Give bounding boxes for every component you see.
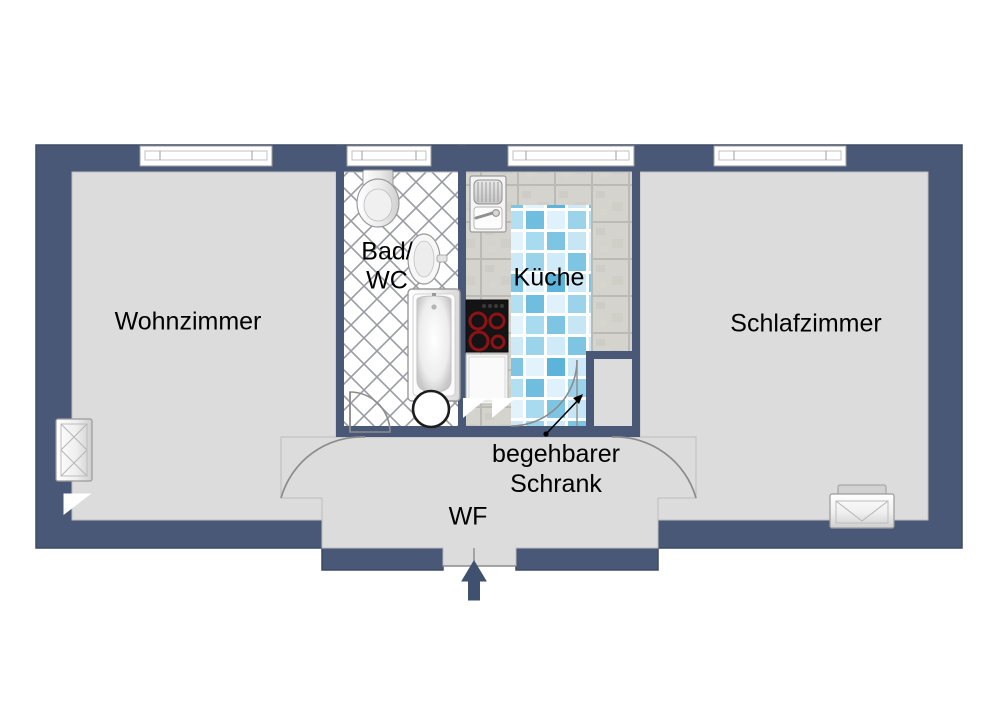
door-kueche[interactable] [510,359,578,427]
window-wohnzimmer [139,145,273,167]
label-bad-wc-line1: Bad/ [361,238,412,266]
window-kueche [507,145,635,167]
entrance-arrow-icon [461,560,487,601]
label-schlafzimmer: Schlafzimmer [730,310,881,338]
label-wohnzimmer: Wohnzimmer [115,308,262,336]
window-schlafzimmer [713,145,847,167]
door-bad[interactable] [349,391,391,433]
windows-group [139,145,847,167]
radiator-left-marker-icon [63,493,92,516]
fixture-kitchen-sink [469,175,507,233]
fixture-bathtub [407,288,461,402]
kitchen-mosaic-runner [511,205,591,426]
callout-begehbarer-schrank: begehbarer Schrank [492,394,620,498]
fixture-cooktop [465,299,509,353]
fixture-washbasin [407,233,448,285]
radiator-left [55,418,93,482]
label-schrank-line2: Schrank [510,470,602,498]
door-schlafzimmer[interactable] [611,436,697,499]
interior-walls [336,145,640,437]
radiator-right [829,484,895,529]
fixture-floor-drain[interactable] [411,389,451,429]
label-wf: WF [449,503,488,531]
label-kueche: Küche [514,264,585,292]
window-bad [346,145,432,167]
label-bad-wc-line2: WC [366,267,408,295]
fixture-toilet [356,169,400,228]
label-schrank-line1: begehbarer [492,440,620,468]
wall-marker-icons [463,398,516,418]
fixture-oven [465,353,509,405]
door-wohnzimmer[interactable] [280,436,366,499]
room-wf-flur [280,436,697,567]
